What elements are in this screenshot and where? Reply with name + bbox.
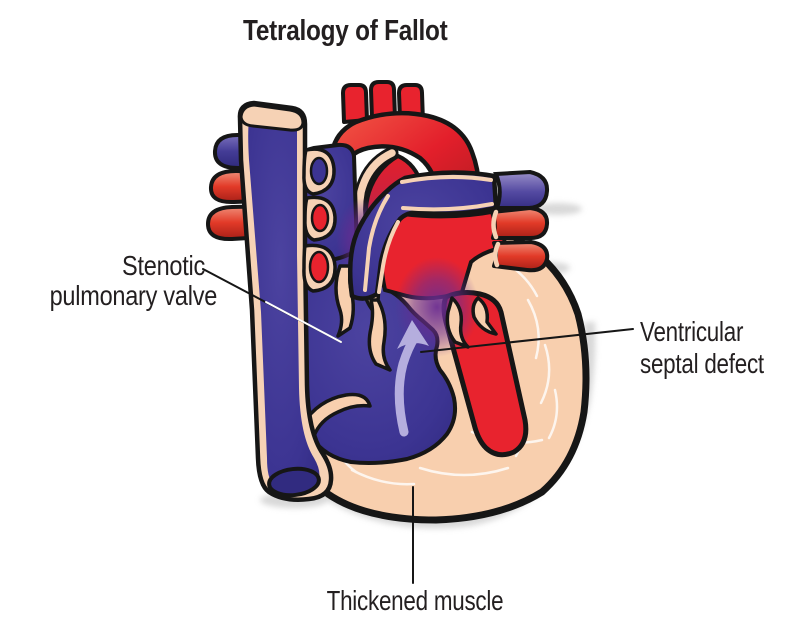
leader-lines [202,268,634,584]
aorta-branch-2 [369,80,397,121]
aorta-branch-1 [341,83,369,124]
label-thickened-muscle: Thickened muscle [326,585,504,616]
vessel-wall-rims [363,174,494,294]
mitral-valve-leaflet-1 [445,296,470,349]
superior-vena-cava [237,100,334,502]
label-line: pulmonary valve [49,280,218,311]
label-line: septal defect [640,348,764,379]
label-stenotic-pulmonary-valve: Stenotic pulmonary valve [49,250,218,311]
blood-flow-arrow [394,320,429,437]
right-pulmonary-artery-cut-end [493,169,550,210]
figure-title: Tetralogy of Fallot [243,15,448,47]
svc-cut-rim [239,103,305,132]
pulmonary-valve-leaflet-lower [367,298,392,372]
leader-stenotic-valve-inner [265,301,342,343]
right-pulmonary-vein-lower [492,240,550,273]
right-pulmonary-veins [490,206,550,273]
leader-vsd [420,328,634,353]
label-line: Ventricular [640,316,744,347]
label-ventricular-septal-defect: Ventricular septal defect [640,316,764,380]
label-line: Stenotic [122,250,205,281]
cut-vessel-rings [302,147,337,293]
svc-bottom-opening [267,466,321,498]
right-pulmonary-vein-upper [490,206,550,241]
right-pulmonary-artery [347,169,550,301]
vein-rims [491,209,501,268]
mitral-valve-leaflet-2 [471,296,498,336]
